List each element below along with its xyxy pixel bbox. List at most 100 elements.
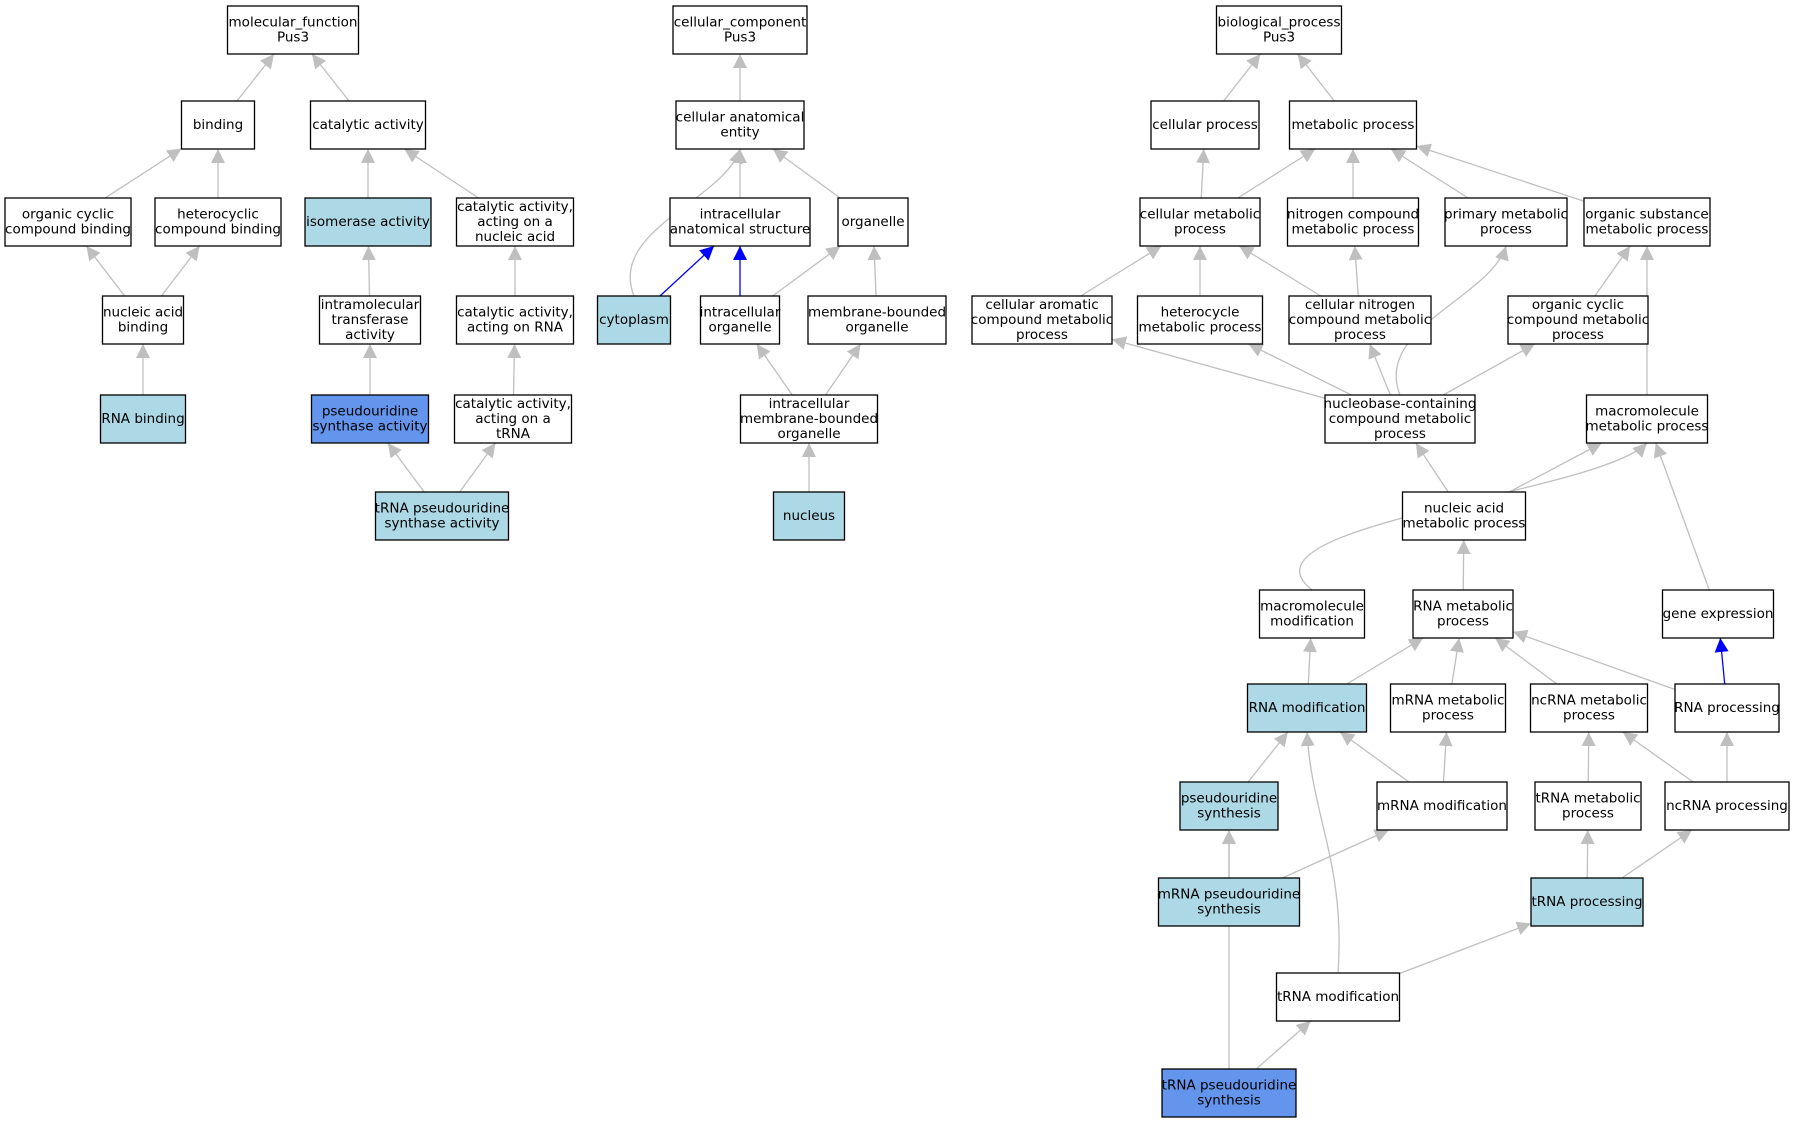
edge-imbo-to-io (756, 343, 793, 396)
node-box (154, 197, 282, 247)
node-cyto[interactable]: cytoplasm (596, 295, 672, 345)
node-box (310, 394, 430, 444)
edge-cyto-to-ias (659, 245, 715, 297)
node-box (1401, 491, 1527, 541)
node-label-line: activity (345, 327, 395, 343)
node-ge[interactable]: gene expression (1661, 589, 1775, 639)
node-tproc[interactable]: tRNA processing (1530, 877, 1644, 927)
node-box (971, 295, 1113, 345)
edge-occmp-to-osmp (1594, 245, 1631, 297)
edge-imt-to-iso (361, 245, 376, 297)
node-label-line: process (1480, 222, 1532, 238)
edge-mps-to-mrmod (1281, 829, 1390, 879)
node-nuc[interactable]: nucleus (772, 491, 846, 541)
edge-ps-to-rmod (1247, 731, 1289, 783)
node-label-line: heterocyclic (177, 207, 259, 223)
node-label-line: acting on a (477, 214, 553, 230)
node-iso[interactable]: isomerase activity (304, 197, 432, 247)
edge-nbccmp-to-occmp (1442, 343, 1536, 396)
node-box (807, 295, 947, 345)
edge-cncmp-to-cmp (1238, 245, 1322, 297)
node-box (772, 491, 846, 541)
node-mrmod[interactable]: mRNA modification (1376, 781, 1508, 831)
edge-cmp-to-mp (1237, 148, 1316, 199)
node-mp[interactable]: metabolic process (1288, 100, 1418, 150)
node-label-line: nitrogen compound (1287, 207, 1419, 223)
node-label-line: RNA metabolic (1413, 599, 1513, 615)
node-label-line: organic cyclic (22, 207, 114, 223)
node-binding[interactable]: binding (180, 100, 256, 150)
node-box (374, 491, 510, 541)
edge-rproc-to-ge (1714, 637, 1729, 685)
node-org[interactable]: organelle (837, 197, 909, 247)
edge-nab-to-ocb (85, 245, 126, 297)
node-box (180, 100, 256, 150)
node-ncproc[interactable]: ncRNA processing (1664, 781, 1790, 831)
node-label-line: binding (118, 320, 168, 336)
node-cat[interactable]: catalytic activity (309, 100, 427, 150)
node-label-line: molecular_function (229, 15, 358, 31)
node-cp[interactable]: cellular process (1150, 100, 1260, 150)
node-box (101, 295, 185, 345)
node-box (1674, 683, 1780, 733)
node-box (1179, 781, 1279, 831)
node-label-line: catalytic activity, (457, 305, 573, 321)
node-rnab[interactable]: RNA binding (99, 394, 187, 444)
node-rmod[interactable]: RNA modification (1246, 683, 1368, 733)
node-box (1585, 394, 1709, 444)
node-label-line: transferase (332, 312, 409, 328)
node-label-line: cellular nitrogen (1305, 297, 1415, 313)
node-tmod[interactable]: tRNA modification (1275, 972, 1401, 1022)
node-label-line: metabolic process (1586, 222, 1709, 238)
node-catrna[interactable]: catalytic activity,acting on RNA (455, 295, 575, 345)
node-box (1664, 781, 1790, 831)
edge-rproc-to-rmp (1512, 629, 1676, 691)
edge-tmod-to-tproc (1399, 921, 1532, 975)
node-label-line: binding (193, 117, 243, 133)
node-label-line: compound metabolic (1329, 411, 1471, 427)
node-rproc[interactable]: RNA processing (1674, 683, 1780, 733)
node-label-line: organic cyclic (1532, 297, 1624, 313)
node-label-line: membrane-bounded (740, 411, 878, 427)
edge-binding-to-mf (236, 53, 275, 102)
node-label-line: synthesis (1197, 806, 1261, 822)
node-box (455, 295, 575, 345)
edge-cattrna-to-catrna (507, 343, 522, 396)
